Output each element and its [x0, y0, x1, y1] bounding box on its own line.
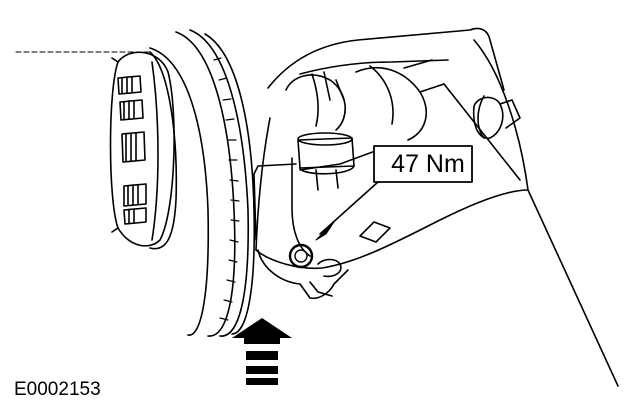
callout-leader [319, 181, 379, 235]
torque-label: 47 Nm [391, 149, 465, 178]
leader-arrowhead [315, 221, 335, 241]
stabilizer-bushing [297, 132, 355, 191]
control-arm [253, 27, 619, 387]
circle-target-icon [288, 243, 314, 269]
torque-callout [315, 145, 473, 241]
brake-disc [109, 29, 256, 337]
up-arrow-icon [232, 318, 292, 385]
callout-box [373, 145, 473, 183]
wheel-studs [117, 75, 147, 225]
figure-id: E0002153 [14, 379, 101, 400]
